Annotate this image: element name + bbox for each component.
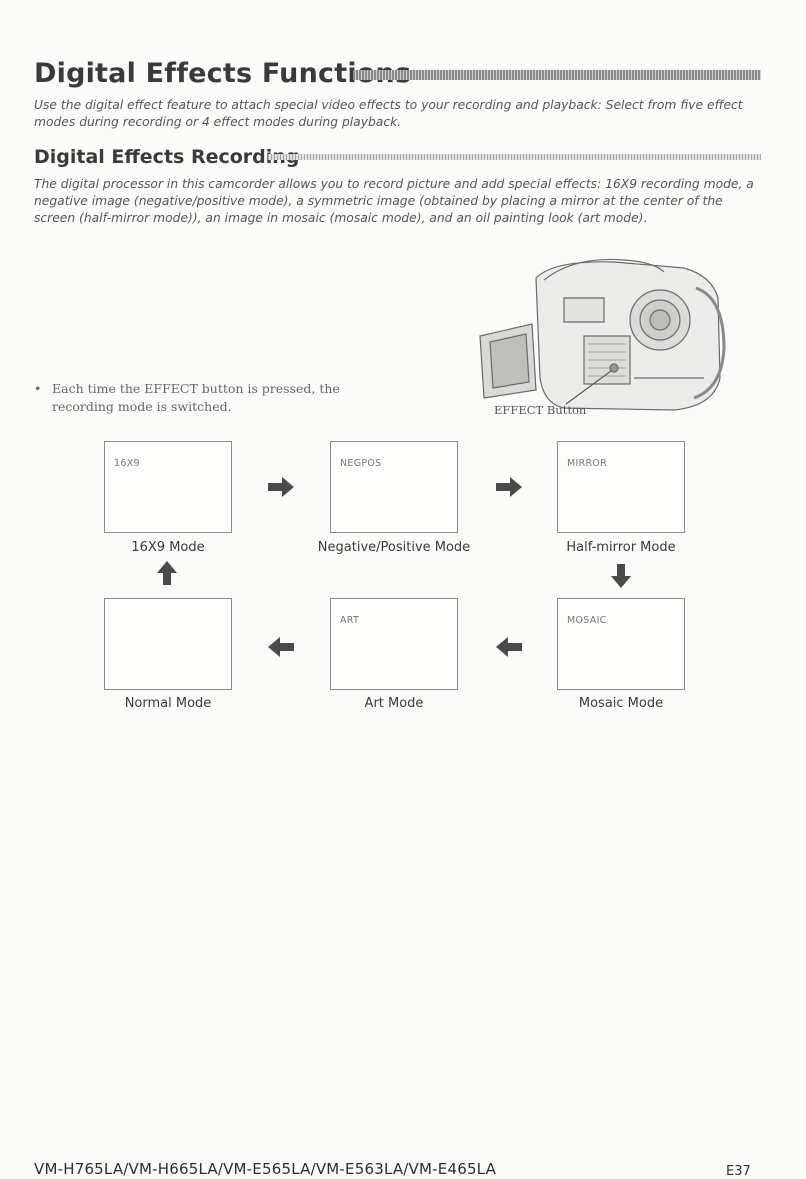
- arrow-up-icon: [157, 561, 177, 585]
- screen-text: MOSAIC: [567, 615, 607, 626]
- mode-screen-negpos: NEGPOS: [330, 441, 458, 533]
- arrow-right-icon: [268, 477, 294, 497]
- mode-caption-mosaic: Mosaic Mode: [578, 696, 664, 711]
- arrow-down-icon: [611, 564, 631, 588]
- bullet-marker: •: [34, 381, 42, 396]
- mode-caption-negpos: Negative/Positive Mode: [317, 540, 471, 555]
- section-intro: Use the digital effect feature to attach…: [34, 98, 743, 129]
- camcorder-illustration: [479, 258, 726, 411]
- bullet-note: • Each time the EFFECT button is pressed,…: [34, 380, 392, 416]
- mode-screen-mosaic: MOSAIC: [557, 598, 685, 690]
- title-rule: [353, 70, 761, 80]
- page-number: E37: [726, 1164, 751, 1179]
- screen-text: NEGPOS: [340, 458, 382, 469]
- subsection-rule: [268, 154, 761, 160]
- mode-caption-16x9: 16X9 Mode: [131, 540, 205, 555]
- mode-screen-art: ART: [330, 598, 458, 690]
- model-numbers: VM-H765LA/VM-H665LA/VM-E565LA/VM-E563LA/…: [34, 1160, 497, 1178]
- arrow-right-icon: [496, 477, 522, 497]
- screen-text: ART: [340, 615, 360, 626]
- mode-caption-mirror: Half-mirror Mode: [566, 540, 676, 555]
- arrow-left-icon: [268, 637, 294, 657]
- subsection-title: Digital Effects Recording: [34, 146, 300, 168]
- mode-screen-mirror: MIRROR: [557, 441, 685, 533]
- screen-text: MIRROR: [567, 458, 608, 469]
- mode-caption-normal: Normal Mode: [124, 696, 212, 711]
- mode-screen-16x9: 16X9: [104, 441, 232, 533]
- bullet-text: Each time the EFFECT button is pressed, …: [52, 381, 340, 414]
- subsection-description: The digital processor in this camcorder …: [34, 177, 754, 225]
- arrow-left-icon: [496, 637, 522, 657]
- screen-text: 16X9: [114, 458, 140, 469]
- mode-screen-normal: [104, 598, 232, 690]
- mode-caption-art: Art Mode: [364, 696, 424, 711]
- section-title: Digital Effects Functions: [34, 58, 412, 89]
- effect-button-label: EFFECT Button: [494, 403, 587, 417]
